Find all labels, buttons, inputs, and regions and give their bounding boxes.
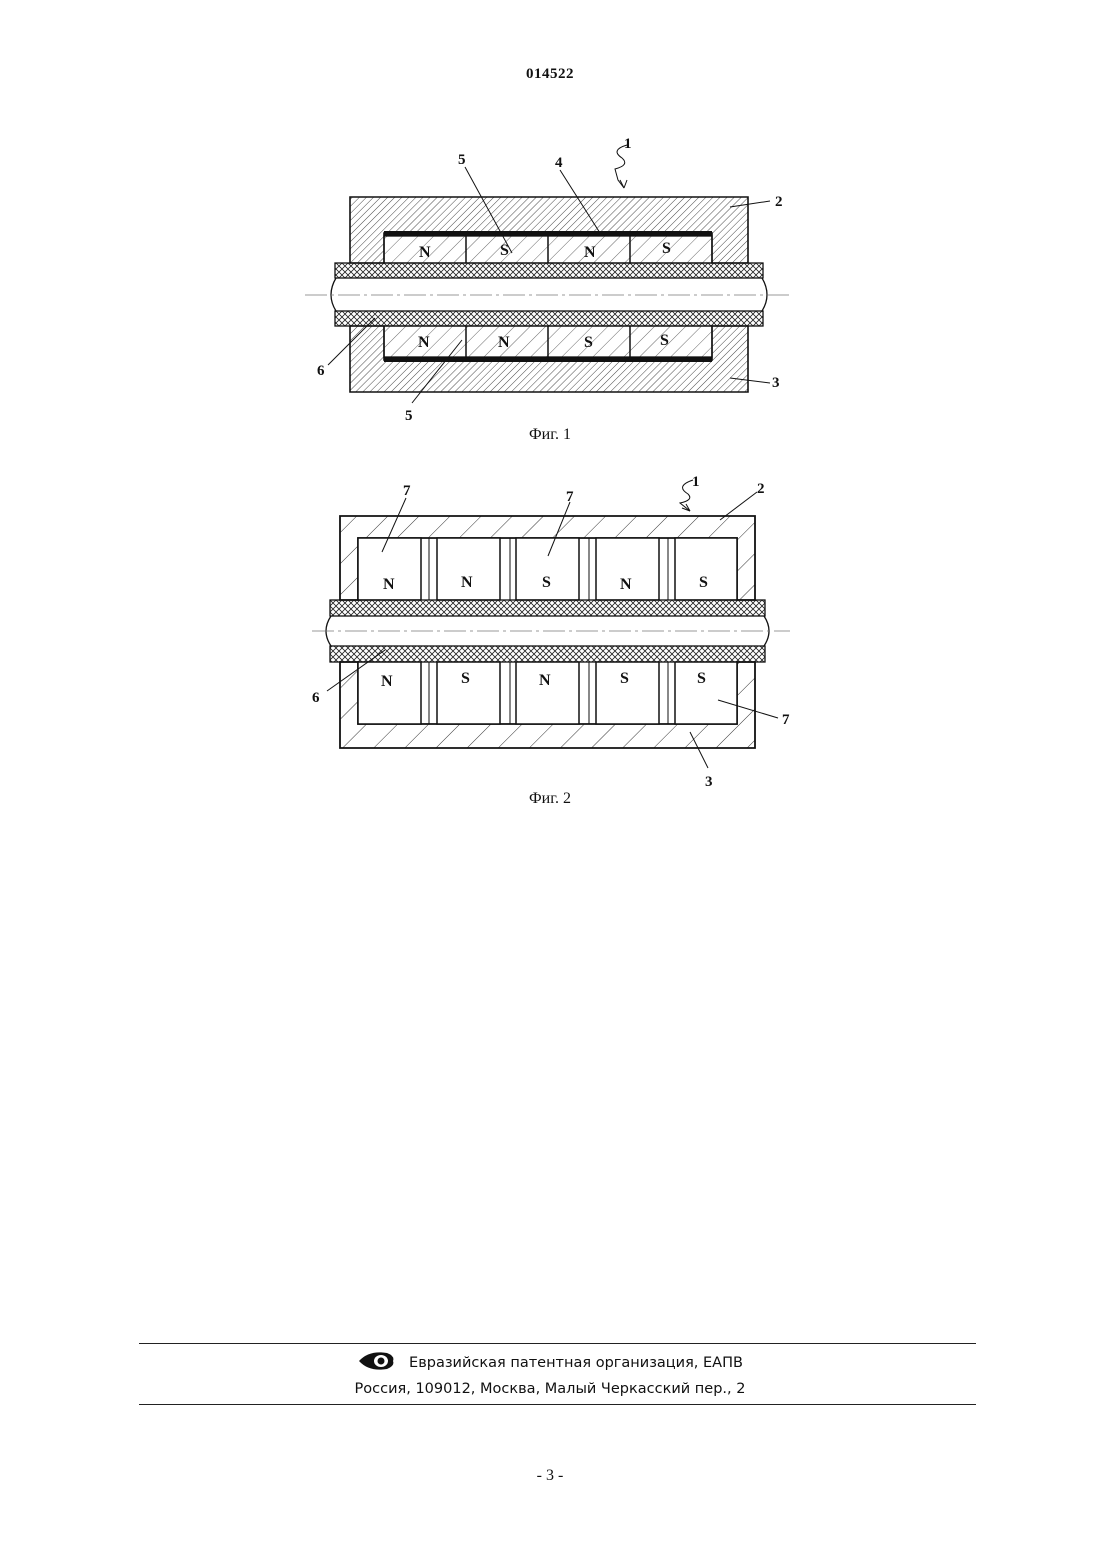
footer-organization-line: Евразийская патентная организация, ЕАПВ xyxy=(0,1350,1100,1376)
part-label: 3 xyxy=(705,774,713,790)
eapo-logo-icon xyxy=(357,1350,395,1376)
magnet xyxy=(630,326,712,357)
part-label: 7 xyxy=(403,483,411,499)
pole-label: N xyxy=(584,244,596,261)
footer-organization: Евразийская патентная организация, ЕАПВ xyxy=(409,1355,743,1371)
tube-wall-upper xyxy=(335,263,763,278)
part-label: 7 xyxy=(782,712,790,728)
pole-label: N xyxy=(381,673,393,690)
part-label: 5 xyxy=(405,408,413,424)
tube-break-right xyxy=(762,278,767,311)
part-label: 2 xyxy=(757,481,765,497)
figure-1: N S N S N N S S xyxy=(0,125,1100,425)
pole-label: N xyxy=(498,334,510,351)
figure-1-drawing: N S N S N N S S xyxy=(0,125,1100,425)
pole-label: N xyxy=(383,576,395,593)
figure-2: N N S N S N S N S S xyxy=(0,468,1100,790)
thin-layer xyxy=(384,357,712,362)
figure-2-drawing: N N S N S N S N S S xyxy=(0,468,1100,790)
pole-label: N xyxy=(539,672,551,689)
part-label: 1 xyxy=(624,136,632,152)
part-label: 5 xyxy=(458,152,466,168)
page-number: - 3 - xyxy=(0,1467,1100,1485)
part-label: 2 xyxy=(775,194,783,210)
magnet xyxy=(358,662,421,724)
magnet xyxy=(675,662,737,724)
part-label: 3 xyxy=(772,375,780,391)
top-magnets: N N S N S xyxy=(358,538,737,600)
pole-label: S xyxy=(542,574,551,591)
thin-layer xyxy=(384,231,712,236)
footer-rule-bottom xyxy=(139,1404,976,1405)
tube-break-left xyxy=(331,278,336,311)
magnet xyxy=(630,236,712,263)
part-label: 6 xyxy=(312,690,320,706)
pole-label: S xyxy=(461,670,470,687)
footer-address: Россия, 109012, Москва, Малый Черкасский… xyxy=(0,1381,1100,1397)
pole-label: S xyxy=(660,332,669,349)
pole-label: S xyxy=(620,670,629,687)
part-label: 7 xyxy=(566,489,574,505)
patent-number: 014522 xyxy=(0,66,1100,83)
pole-label: S xyxy=(662,240,671,257)
bottom-magnets: N N S S xyxy=(384,326,712,357)
pole-label: S xyxy=(699,574,708,591)
part-label: 4 xyxy=(555,155,563,171)
tube-wall-lower xyxy=(335,311,763,326)
part-label: 6 xyxy=(317,363,325,379)
part-label: 1 xyxy=(692,474,700,490)
bottom-magnets: N S N S S xyxy=(358,662,737,724)
pole-label: N xyxy=(418,334,430,351)
figure-2-caption: Фиг. 2 xyxy=(0,790,1100,808)
figure-1-caption: Фиг. 1 xyxy=(0,426,1100,444)
pole-label: N xyxy=(620,576,632,593)
tube-wall-upper xyxy=(330,600,765,616)
pole-label: S xyxy=(584,334,593,351)
pole-label: N xyxy=(461,574,473,591)
footer-rule-top xyxy=(139,1343,976,1344)
pole-label: N xyxy=(419,244,431,261)
top-magnets: N S N S xyxy=(384,236,712,263)
pole-label: S xyxy=(697,670,706,687)
tube-wall-lower xyxy=(330,646,765,662)
